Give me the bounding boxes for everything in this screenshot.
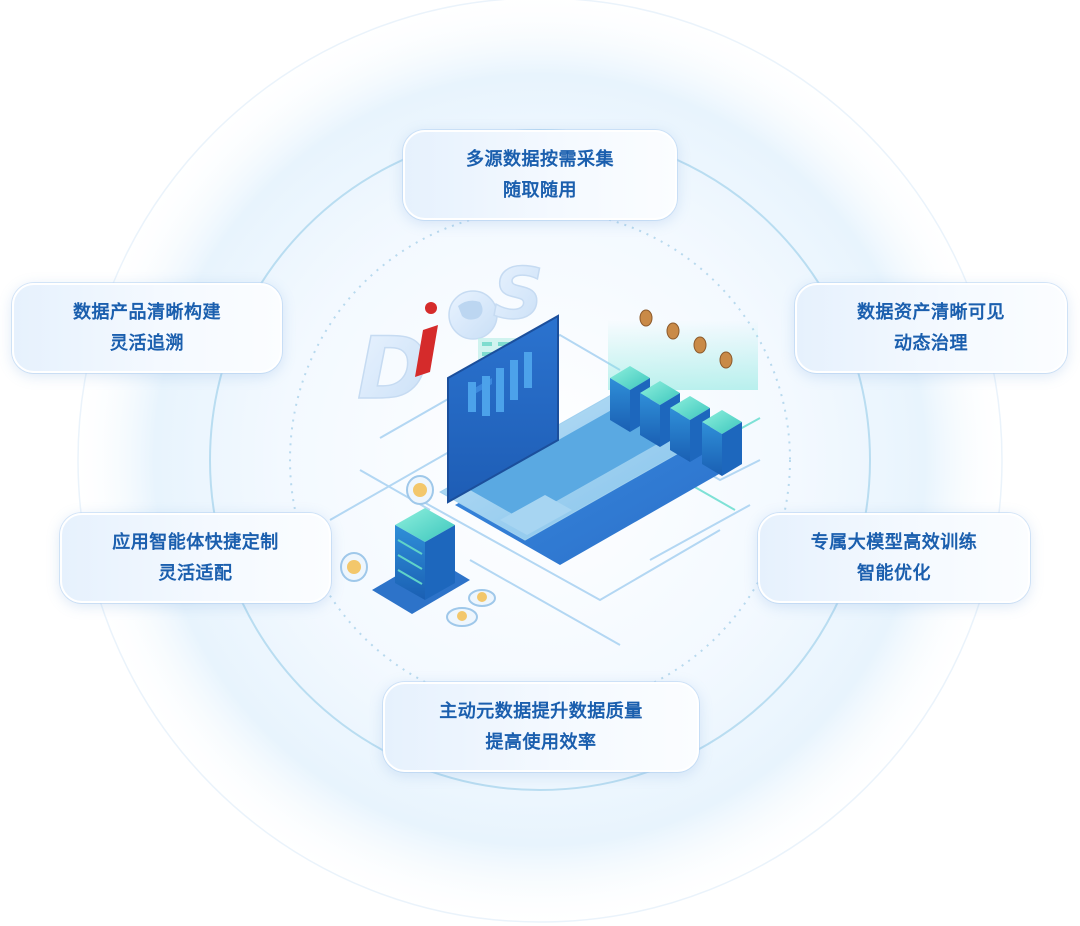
card-subtitle: 智能优化 bbox=[857, 563, 931, 584]
svg-text:S: S bbox=[493, 253, 543, 335]
circuit-lines bbox=[329, 333, 761, 646]
svg-text:D: D bbox=[357, 319, 428, 419]
feature-card-data-products: 数据产品清晰构建 灵活追溯 bbox=[12, 283, 282, 373]
feature-card-data-collection: 多源数据按需采集 随取随用 bbox=[403, 130, 677, 220]
card-title: 应用智能体快捷定制 bbox=[112, 532, 279, 553]
feature-card-agents: 应用智能体快捷定制 灵活适配 bbox=[60, 513, 331, 603]
feature-card-data-assets: 数据资产清晰可见 动态治理 bbox=[795, 283, 1067, 373]
server-cluster-right bbox=[608, 309, 758, 476]
card-title: 多源数据按需采集 bbox=[466, 149, 614, 170]
card-subtitle: 动态治理 bbox=[894, 333, 968, 354]
server-rack-icon bbox=[372, 508, 470, 614]
card-subtitle: 提高使用效率 bbox=[485, 732, 597, 753]
card-subtitle: 灵活适配 bbox=[158, 563, 233, 584]
card-title: 数据产品清晰构建 bbox=[73, 302, 221, 323]
laptop-icon bbox=[438, 314, 740, 565]
card-subtitle: 灵活追溯 bbox=[110, 333, 184, 354]
coin-icon bbox=[639, 309, 733, 369]
feature-card-model-training: 专属大模型高效训练 智能优化 bbox=[758, 513, 1030, 603]
card-title: 数据资产清晰可见 bbox=[857, 302, 1005, 323]
feature-card-metadata: 主动元数据提升数据质量 提高使用效率 bbox=[383, 682, 699, 772]
logo-accent bbox=[415, 325, 438, 377]
logo-dot bbox=[425, 302, 437, 314]
card-title: 专属大模型高效训练 bbox=[810, 532, 978, 553]
outer-ring bbox=[77, 0, 1003, 923]
card-title: 主动元数据提升数据质量 bbox=[439, 701, 643, 722]
coin-stack bbox=[340, 475, 496, 627]
card-subtitle: 随取随用 bbox=[503, 180, 577, 201]
dios-logo: D S bbox=[356, 252, 544, 420]
